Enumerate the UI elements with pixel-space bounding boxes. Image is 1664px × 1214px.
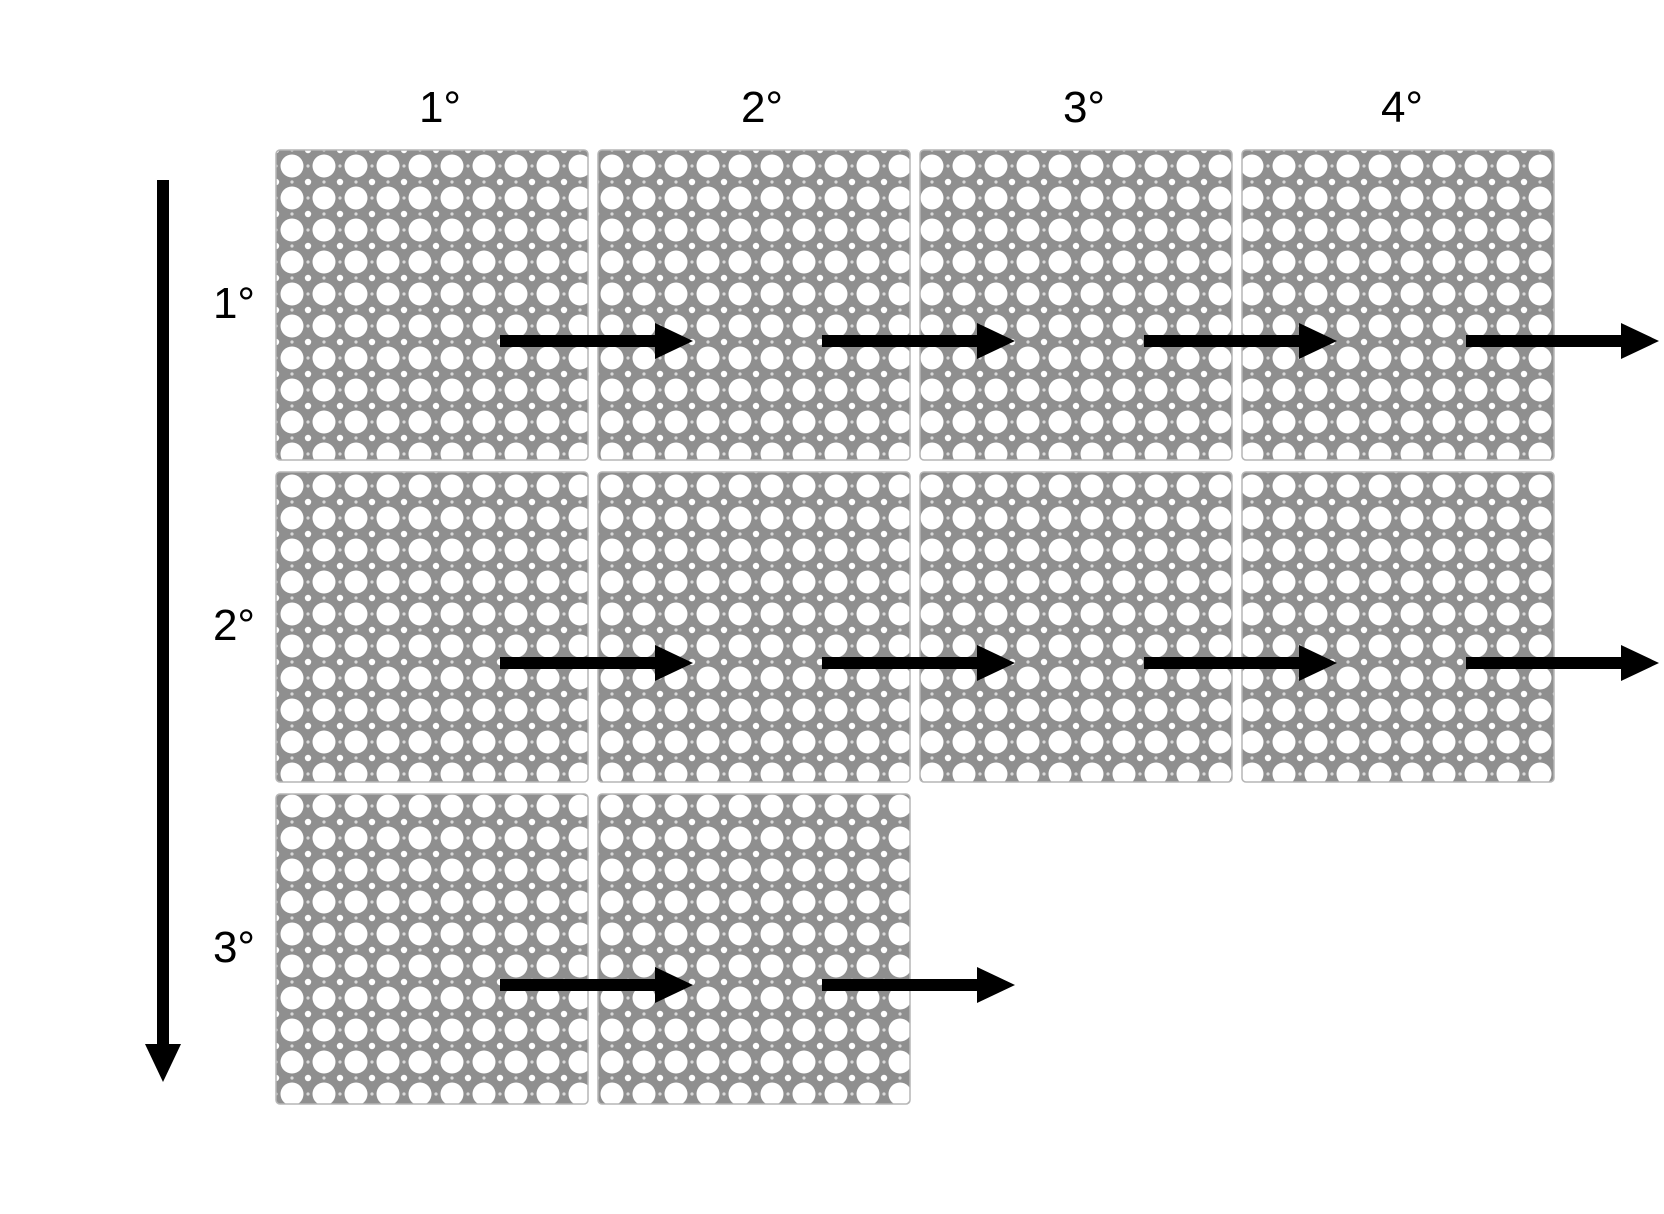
arrow-shaft <box>1144 657 1299 669</box>
arrow-head <box>655 645 693 681</box>
arrow-shaft <box>822 657 977 669</box>
arrow-shaft <box>1466 657 1621 669</box>
horizontal-arrows <box>500 323 1659 1003</box>
tile-r1-c2 <box>597 149 911 461</box>
tile-r2-c1 <box>275 471 589 783</box>
column-labels: 1° 2° 3° 4° <box>419 83 1423 132</box>
tile-r3-c1 <box>275 793 589 1105</box>
column-label-1: 1° <box>419 83 461 132</box>
arrow-r3-1 <box>500 967 693 1003</box>
arrow-r1-4 <box>1466 323 1659 359</box>
arrow-r1-1 <box>500 323 693 359</box>
arrow-head <box>655 323 693 359</box>
arrow-head <box>1299 323 1337 359</box>
arrow-head <box>977 645 1015 681</box>
tile-r1-c1 <box>275 149 589 461</box>
arrow-shaft <box>822 335 977 347</box>
vertical-arrow-shaft <box>157 180 169 1050</box>
arrow-shaft <box>500 335 655 347</box>
tile-r2-c4 <box>1241 471 1555 783</box>
arrow-head <box>977 967 1015 1003</box>
tile-r1-c3 <box>919 149 1233 461</box>
arrow-head <box>1621 645 1659 681</box>
row-labels: 1° 2° 3° <box>213 279 255 972</box>
arrow-shaft <box>1466 335 1621 347</box>
arrow-shaft <box>500 979 655 991</box>
arrow-head <box>655 967 693 1003</box>
row-label-3: 3° <box>213 923 255 972</box>
arrow-r2-3 <box>1144 645 1337 681</box>
arrow-r1-2 <box>822 323 1015 359</box>
arrow-head <box>1621 323 1659 359</box>
vertical-arrow-head <box>145 1044 181 1082</box>
arrow-r1-3 <box>1144 323 1337 359</box>
row-label-2: 2° <box>213 601 255 650</box>
arrow-r2-4 <box>1466 645 1659 681</box>
arrow-shaft <box>1144 335 1299 347</box>
arrow-r3-2 <box>822 967 1015 1003</box>
arrow-shaft <box>500 657 655 669</box>
column-label-3: 3° <box>1063 83 1105 132</box>
tile-r1-c4 <box>1241 149 1555 461</box>
tile-grid <box>275 149 1555 1105</box>
tile-r3-c2 <box>597 793 911 1105</box>
arrow-head <box>1299 645 1337 681</box>
vertical-order-arrow <box>145 180 181 1082</box>
arrow-shaft <box>822 979 977 991</box>
arrow-r2-2 <box>822 645 1015 681</box>
tile-r2-c3 <box>919 471 1233 783</box>
column-label-2: 2° <box>741 83 783 132</box>
column-label-4: 4° <box>1381 83 1423 132</box>
arrow-head <box>977 323 1015 359</box>
arrow-r2-1 <box>500 645 693 681</box>
row-label-1: 1° <box>213 279 255 328</box>
tile-r2-c2 <box>597 471 911 783</box>
